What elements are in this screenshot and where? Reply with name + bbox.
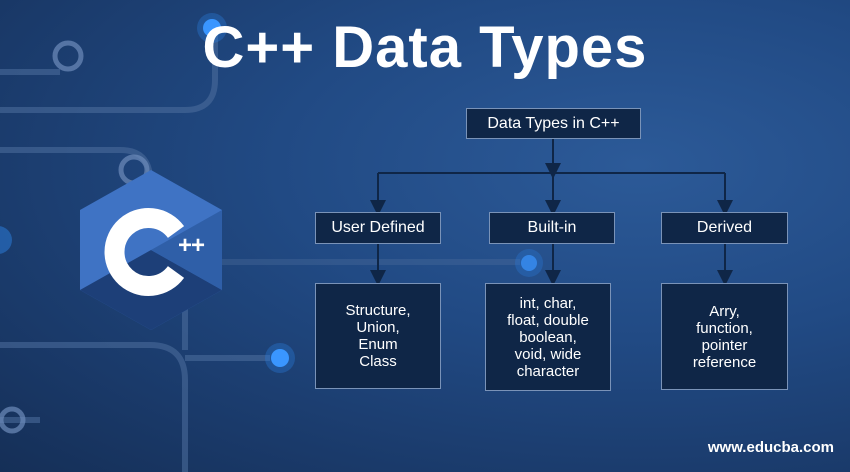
category-label: Built-in [527, 219, 577, 236]
type-item: Union, [356, 319, 400, 336]
cpp-logo-suffix: ++ [178, 232, 205, 259]
category-label: Derived [696, 219, 753, 236]
watermark-url[interactable]: www.educba.com [707, 439, 834, 456]
derived-types-box: Arry, function, pointer reference [661, 283, 788, 390]
category-label: User Defined [331, 219, 425, 236]
type-item: void, wide [514, 345, 582, 363]
category-derived: Derived [661, 212, 788, 244]
user-defined-types-box: Structure, Union, Enum Class [315, 283, 441, 389]
type-item: function, [696, 319, 753, 337]
type-item: Enum [358, 336, 398, 353]
root-node: Data Types in C++ [466, 108, 641, 139]
type-item: Structure, [345, 302, 411, 319]
type-item: Class [359, 353, 397, 370]
built-in-types-box: int, char, float, double boolean, void, … [485, 283, 611, 391]
category-user-defined: User Defined [315, 212, 441, 244]
type-item: Arry, [709, 302, 740, 320]
root-node-label: Data Types in C++ [487, 114, 620, 132]
type-item: reference [692, 353, 757, 371]
type-item: int, char, [519, 294, 577, 312]
cpp-hexagon-logo-icon [80, 170, 222, 330]
category-built-in: Built-in [489, 212, 615, 244]
type-item: character [516, 362, 580, 380]
page-title: C++ Data Types [202, 15, 648, 80]
type-item: pointer [701, 336, 748, 354]
type-item: float, double [507, 311, 589, 329]
type-item: boolean, [519, 328, 577, 346]
